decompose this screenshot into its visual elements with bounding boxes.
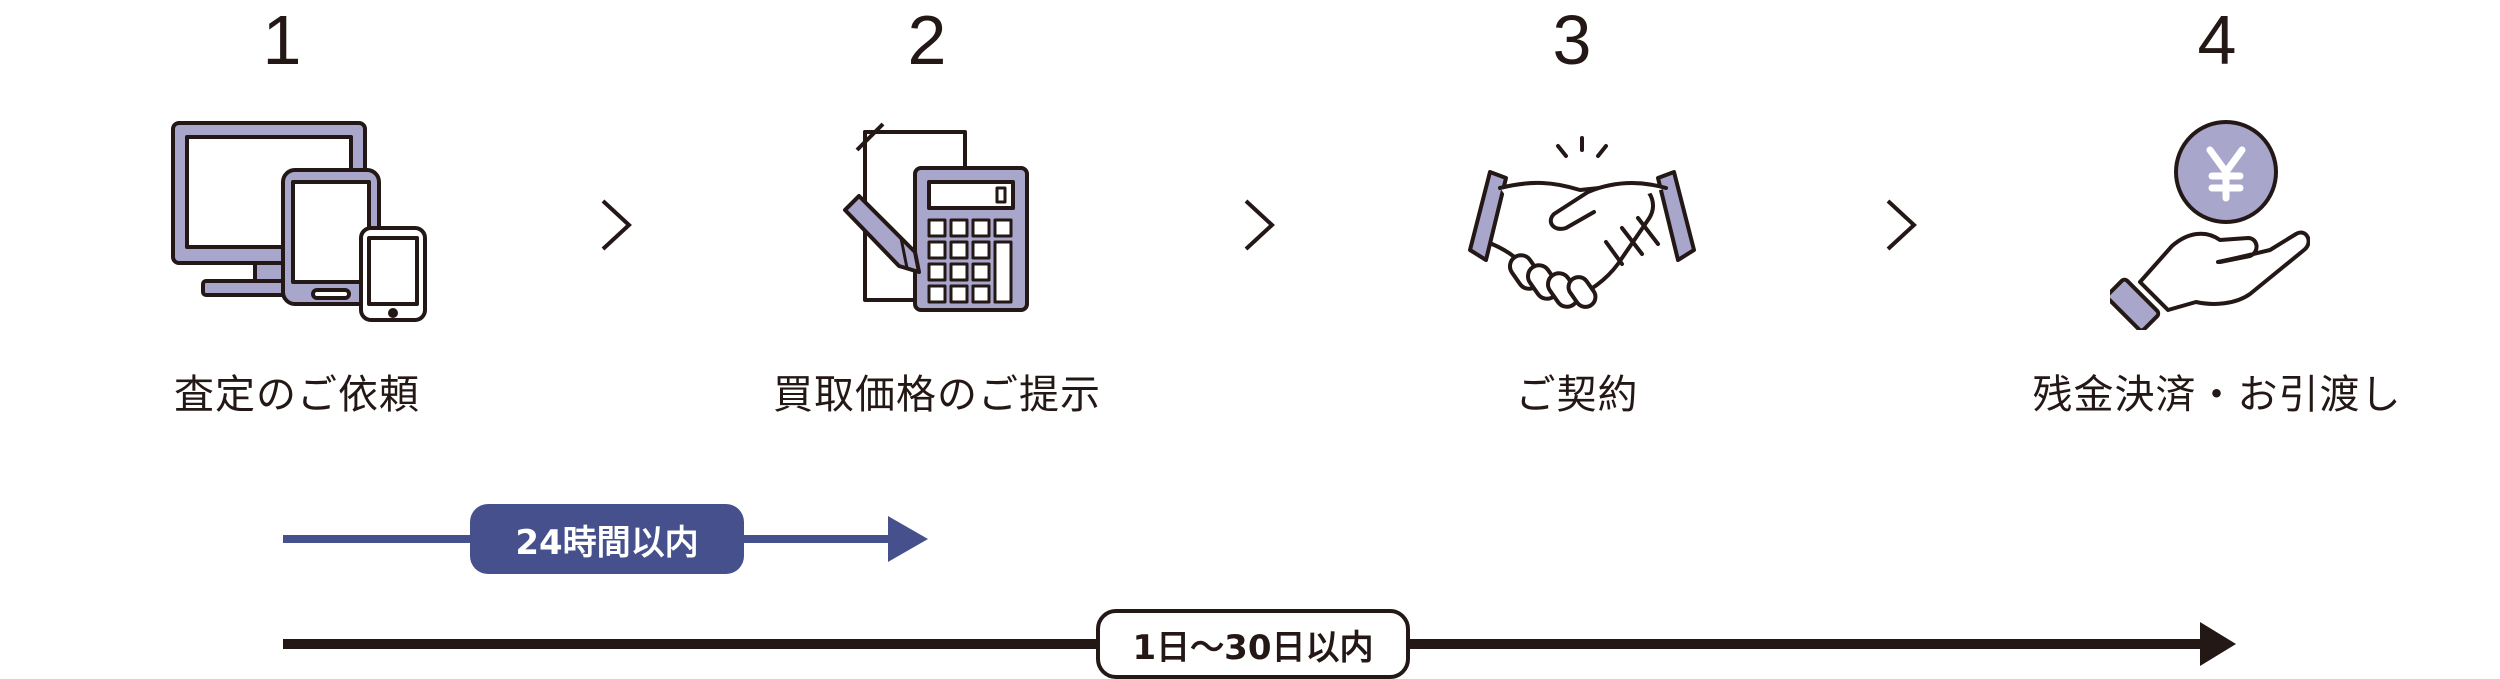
calculator-document-icon xyxy=(843,122,1029,312)
timeline-24h-arrowhead xyxy=(888,516,928,562)
handshake-icon xyxy=(1468,136,1696,309)
step-1-label: 査定のご依頼 xyxy=(174,372,420,418)
step-4-number: 4 xyxy=(2197,1,2237,79)
chevron-right-icon xyxy=(1886,199,1917,251)
yen-coin-hand-icon xyxy=(2110,120,2310,330)
devices-icon xyxy=(171,121,427,322)
timeline-30d-badge: 1日〜30日以内 xyxy=(1096,609,1410,679)
timeline-30d-arrowhead xyxy=(2200,622,2236,666)
step-1-number: 1 xyxy=(262,1,302,79)
step-2-number: 2 xyxy=(907,1,947,79)
step-2-label: 買取価格のご提示 xyxy=(773,372,1101,418)
step-3-label: ご契約 xyxy=(1515,372,1639,418)
chevron-right-icon xyxy=(1244,199,1275,251)
step-4-label: 残金決済・お引渡し xyxy=(2032,372,2402,418)
timeline-24h-badge: 24時間以内 xyxy=(470,504,744,574)
step-3-number: 3 xyxy=(1552,1,1592,79)
chevron-right-icon xyxy=(601,199,632,251)
